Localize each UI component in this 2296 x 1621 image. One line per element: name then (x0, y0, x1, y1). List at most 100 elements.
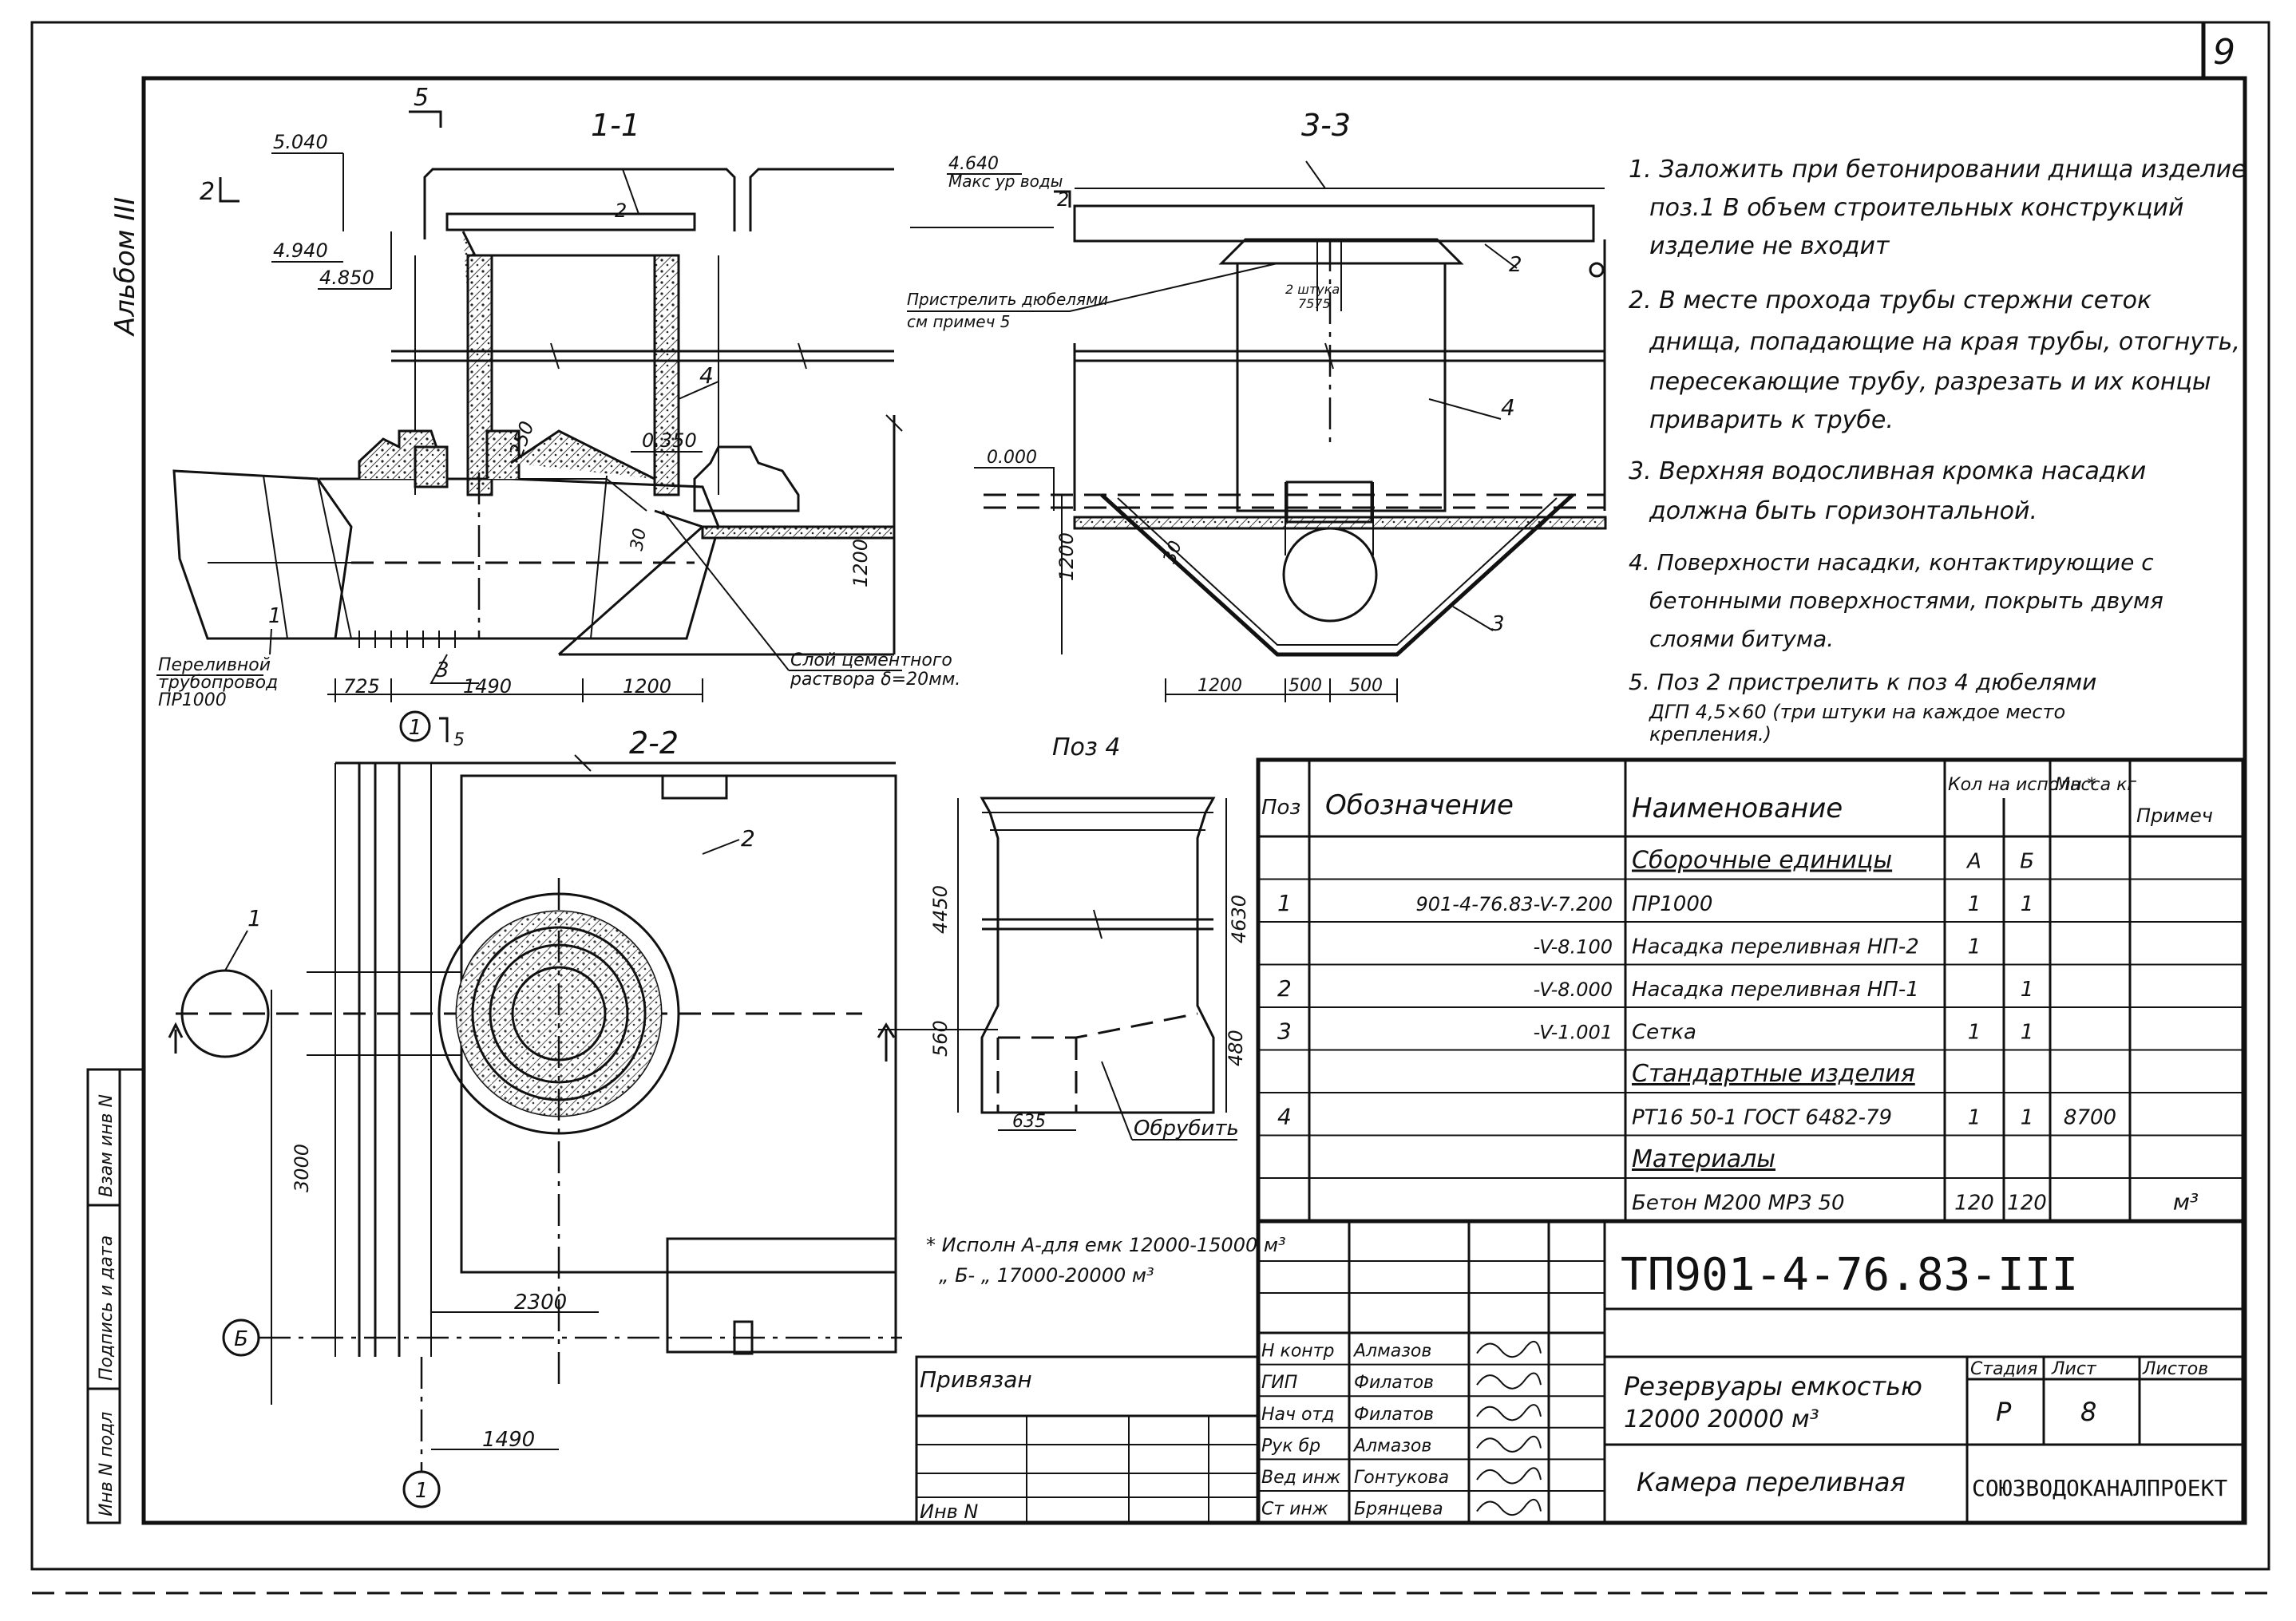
staff-signature (1476, 1372, 1542, 1390)
spec-header-mass: Масса кг (2055, 775, 2136, 795)
staff-name: Филатов (1354, 1373, 1434, 1393)
spec-cell-qty-a: 1 (1968, 935, 1981, 959)
cut-off-label: Обрубить (1134, 1117, 1239, 1141)
note-line-2: поз.1 В объем строительных конструкций (1649, 194, 2184, 222)
spec-cell-qty-b: Б (2020, 850, 2034, 874)
section-1-1-title: 1-1 (591, 108, 640, 143)
spec-cell-designation: -V-1.001 (1534, 1022, 1613, 1044)
spec-cell-pos: 1 (1277, 890, 1292, 916)
margin-label-sign: Подпись и дата (97, 1236, 117, 1381)
staff-name: Алмазов (1352, 1342, 1431, 1362)
spec-cell-name: Насадка переливная НП-1 (1632, 978, 1919, 1002)
section-2-2-view: 2-2 2 1 3000 2300 1490 (168, 725, 902, 1508)
stage-value: Р (1996, 1397, 2012, 1427)
pos4-outline (980, 797, 1216, 1114)
spec-cell-designation: -V-8.100 (1534, 936, 1613, 959)
spec-cell-qty-b: 1 (2021, 892, 2034, 916)
dim-1200-vertical: 1200 (849, 539, 872, 587)
sec3-pos2-label: 2 (1509, 253, 1522, 277)
margin-label-inv: Инв N подл (97, 1412, 117, 1516)
qty-footnote-2: „ Б- „ 17000-20000 м³ (939, 1264, 1154, 1287)
spec-cell-name: РТ16 50-1 ГОСТ 6482-79 (1632, 1106, 1892, 1130)
spec-header-qty: Кол на исполн * (1948, 775, 2096, 795)
spec-row: Сборочные единицы А Б (1632, 847, 2034, 875)
spec-cell-pos: 3 (1277, 1018, 1292, 1045)
cut-marker-2: 2 (200, 178, 215, 206)
staff-signature (1476, 1435, 1542, 1453)
dim-560: 560 (929, 1020, 952, 1057)
staff-signature (1476, 1467, 1542, 1485)
note-line-6: пересекающие трубу, разрезать и их концы (1649, 368, 2211, 396)
note-line-3: изделие не входит (1649, 232, 1890, 260)
dim-1200-v3: 1200 (1055, 532, 1078, 581)
dim-1490b: 1490 (482, 1428, 535, 1452)
axis-1-bottom: 1 (415, 1479, 429, 1503)
note-line-8: 3. Верхняя водосливная кромка насадки (1629, 457, 2146, 485)
dim-500-b: 500 (1349, 676, 1383, 696)
staff-name: Брянцева (1354, 1500, 1443, 1520)
axis-1-top: 1 (409, 716, 422, 740)
bound-label: Привязан (920, 1366, 1032, 1393)
staff-role: Ст инж (1261, 1500, 1328, 1520)
cement-label-line2: раствора δ=20мм. (790, 670, 960, 690)
spec-cell-qty-a: 1 (1968, 892, 1981, 916)
spec-cell-qty-a: 1 (1968, 1021, 1981, 1045)
staff-role: Нач отд (1261, 1405, 1335, 1425)
section-3-3-view: 3-3 4.640 Макс ур воды 2 2 2 штука 7575 … (907, 108, 1607, 702)
elev-0350: 0.350 (642, 429, 697, 452)
dim-4630: 4630 (1228, 895, 1250, 943)
cement-label-line1: Слой цементного (790, 650, 952, 670)
pos4-title: Поз 4 (1052, 733, 1121, 761)
axis-1-bubble-top (399, 710, 431, 742)
note-line-12: слоями битума. (1649, 626, 1834, 652)
elev-4850: 4.850 (319, 267, 374, 289)
note-line-14: ДГП 4,5×60 (три штуки на каждое место (1649, 701, 2065, 723)
staff-signature (1476, 1341, 1542, 1358)
note-line-13: 5. Поз 2 пристрелить к поз 4 дюбелями (1629, 669, 2096, 695)
spec-cell-name: Материалы (1632, 1145, 1775, 1173)
dowel-label: Пристрелить дюбелями (907, 290, 1108, 309)
spec-table: Поз Обозначение Наименование Кол на испо… (1256, 757, 2246, 1224)
spec-cell-designation: -V-8.000 (1534, 979, 1613, 1001)
dim-1490: 1490 (463, 675, 512, 698)
note-line-5: днища, попадающие на края трубы, отогнут… (1649, 328, 2240, 356)
title-sub: Камера переливная (1637, 1467, 1906, 1497)
spec-cell-name: ПР1000 (1632, 892, 1712, 916)
pipe-label-line1: Переливной (158, 655, 271, 675)
mark-dowels: 2 штука (1285, 282, 1340, 297)
dim-30: 30 (627, 527, 650, 552)
plan-pos2-label: 2 (741, 825, 755, 852)
spec-cell-qty-a: А (1965, 850, 1981, 874)
sheets-label: Листов (2142, 1359, 2208, 1379)
sec3-pos3-label: 3 (1491, 612, 1505, 636)
section-3-3-title: 3-3 (1301, 108, 1351, 143)
section-1-1-view: 1-1 5 2 5.040 4.940 4.850 2 4 (156, 84, 960, 750)
notes-block: 1. Заложить при бетонировании днища изде… (1629, 156, 2247, 745)
title-main: Резервуары емкостью (1624, 1371, 1922, 1402)
staff-row: ГИП Филатов (1261, 1372, 1542, 1393)
staff-name: Алмазов (1352, 1436, 1431, 1456)
staff-role: Н контр (1261, 1342, 1334, 1362)
dim-1200-sec3: 1200 (1197, 676, 1242, 696)
spec-header-designation: Обозначение (1325, 789, 1514, 821)
spec-cell-qty-b: 1 (2021, 1106, 2034, 1130)
spec-cell-pos: 4 (1277, 1104, 1292, 1130)
mark-code: 7575 (1298, 296, 1331, 311)
staff-role: ГИП (1261, 1373, 1297, 1393)
elev-4640: 4.640 (948, 154, 999, 174)
spec-cell-qty-b: 1 (2021, 1021, 2034, 1045)
dim-4450: 4450 (929, 885, 952, 934)
dim-725: 725 (343, 675, 380, 698)
dim-635: 635 (1012, 1112, 1046, 1132)
spec-cell-name: Стандартные изделия (1632, 1060, 1915, 1088)
dim-30b: 30 (1160, 538, 1186, 566)
note-line-1: 1. Заложить при бетонировании днища изде… (1629, 156, 2247, 184)
spec-cell-name: Сборочные единицы (1632, 847, 1892, 875)
spec-row: Материалы (1632, 1145, 1775, 1173)
margin-label-replace: Взам инв N (97, 1094, 117, 1197)
